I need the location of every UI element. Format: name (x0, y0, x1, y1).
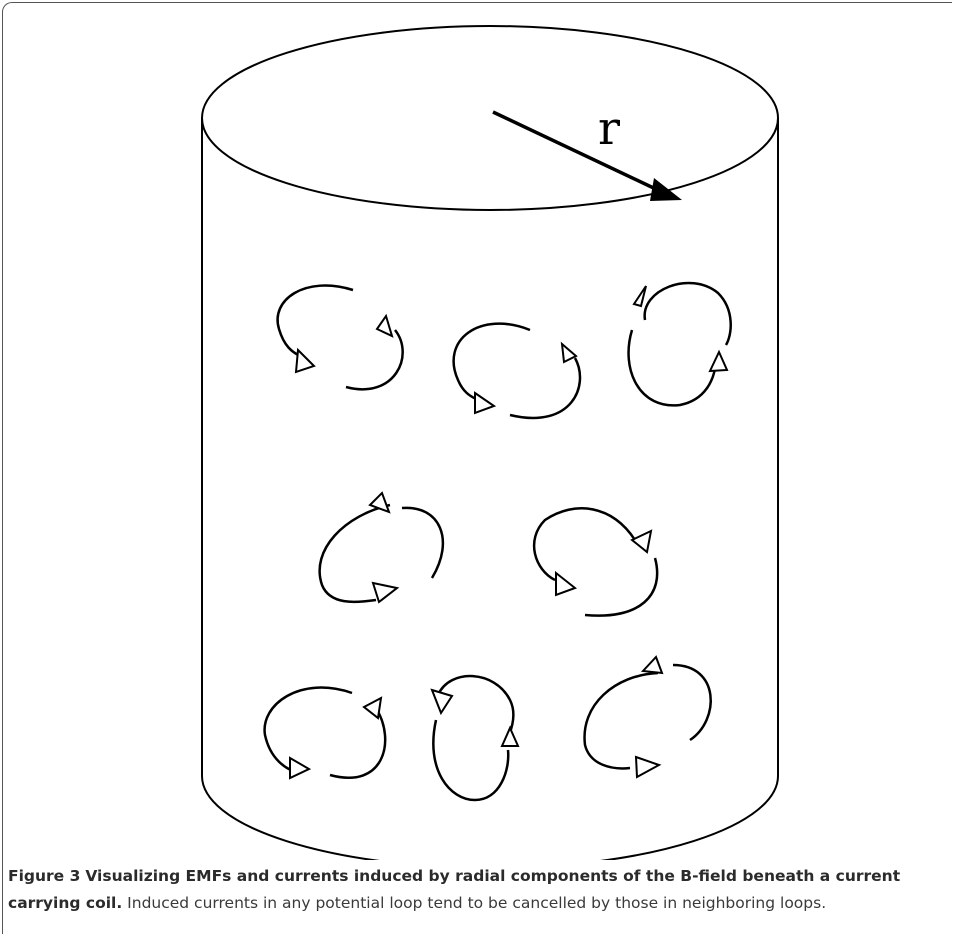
cylinder-bottom-arc (201, 775, 779, 860)
loop-arrowhead (630, 529, 653, 554)
loop-arrowhead (294, 347, 316, 374)
radius-arrowhead (650, 178, 682, 201)
current-loop-7 (430, 674, 520, 802)
current-loop-8 (583, 655, 712, 779)
cylinder-top-ellipse (201, 25, 779, 211)
loop-arrowhead (500, 725, 520, 747)
loop-arrowhead (708, 349, 729, 373)
current-loop-5 (532, 507, 659, 617)
loop-arrowhead (560, 341, 578, 364)
current-loop-1 (276, 284, 404, 391)
loop-arrowhead (474, 391, 497, 415)
figure-caption: Figure 3 Visualizing EMFs and currents i… (8, 863, 948, 917)
current-loop-6 (263, 686, 387, 780)
current-loop-4 (318, 491, 444, 604)
figure-number: Figure 3 (8, 867, 81, 885)
loop-arrowhead (640, 655, 664, 675)
radius-label: r (598, 101, 620, 155)
radius-arrow (492, 110, 663, 194)
loop-arrowhead (289, 756, 312, 780)
current-loop-3 (627, 281, 732, 407)
loop-arrowhead (632, 285, 647, 308)
loop-arrowhead (634, 755, 662, 779)
current-loop-2 (452, 322, 582, 420)
cylinder-diagram: r (201, 25, 779, 860)
figure-title: Visualizing EMFs and currents induced by… (8, 867, 901, 912)
loop-arrowhead (371, 581, 400, 604)
loop-arrowhead (430, 688, 454, 716)
loop-arrowhead (375, 313, 394, 338)
figure-description: Induced currents in any potential loop t… (127, 894, 827, 912)
loop-arrowhead (362, 696, 383, 720)
loop-arrowhead (555, 570, 578, 597)
loop-arrowhead (368, 491, 391, 514)
